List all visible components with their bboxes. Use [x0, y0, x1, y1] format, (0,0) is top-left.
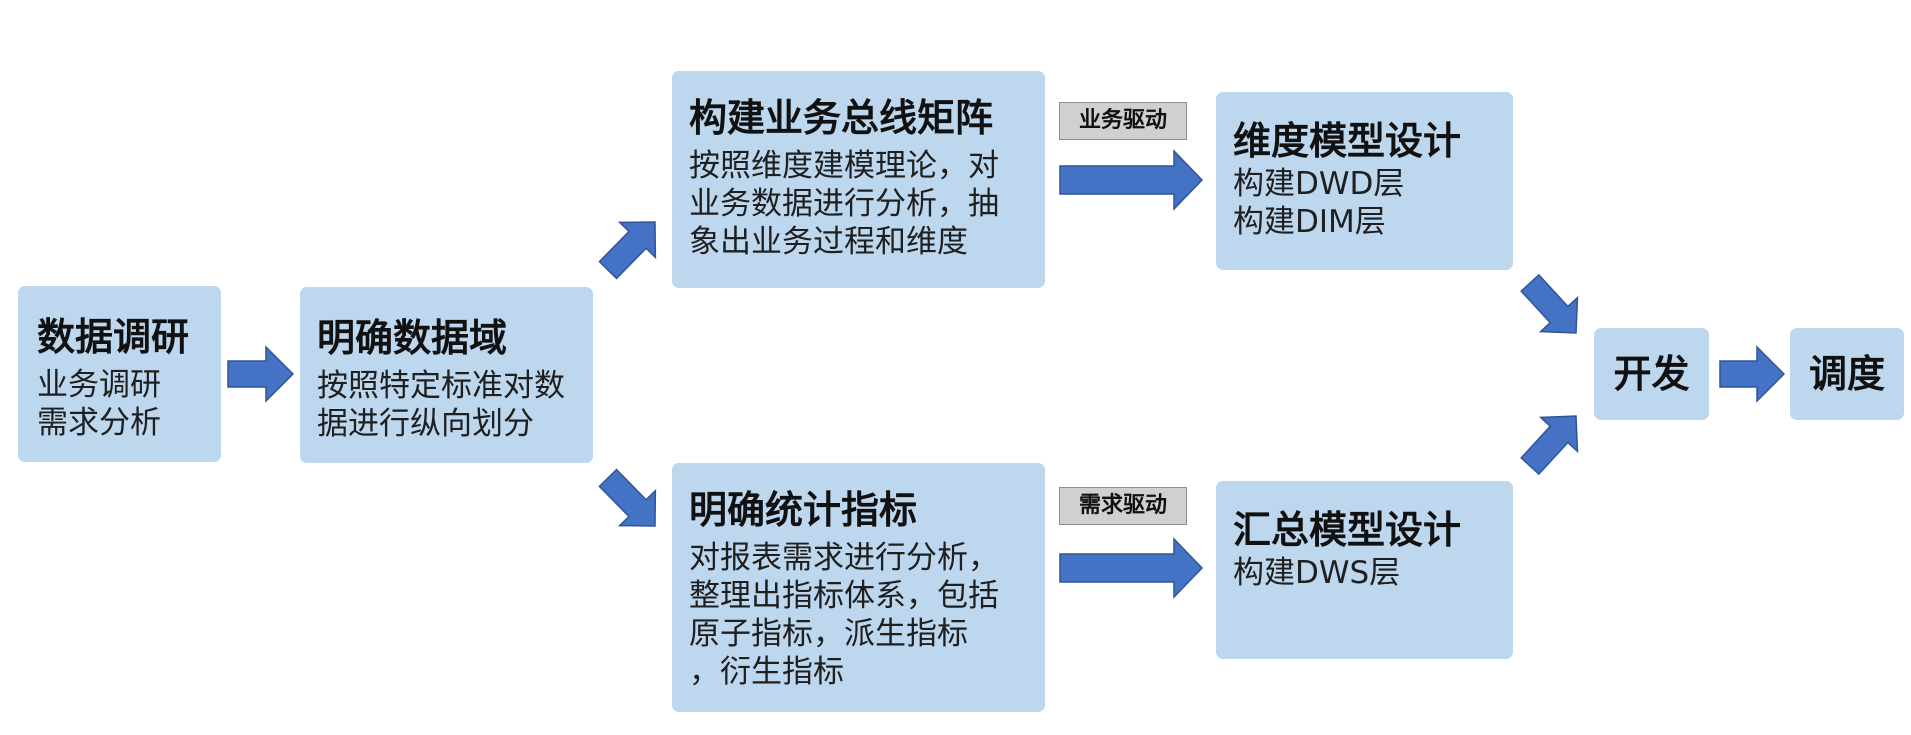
step-develop-title: 开发	[1613, 352, 1690, 396]
step-data-domain-line-2: 据进行纵向划分	[317, 406, 534, 442]
arrow-domain-to-metrics	[598, 468, 657, 527]
step-dimension-model-line-1: 构建DWD层	[1233, 166, 1405, 202]
tag-business-driven: 业务驱动	[1059, 102, 1187, 140]
step-develop: 开发	[1594, 328, 1709, 420]
step-dimension-model: 维度模型设计 构建DWD层 构建DIM层	[1216, 92, 1513, 270]
step-bus-matrix-title: 构建业务总线矩阵	[689, 96, 994, 140]
arrow-summary-model-to-develop	[1520, 415, 1579, 476]
step-schedule: 调度	[1790, 328, 1904, 420]
step-bus-matrix-line-3: 象出业务过程和维度	[689, 224, 968, 260]
step-data-domain-title: 明确数据域	[317, 316, 508, 360]
step-dimension-model-title: 维度模型设计	[1233, 119, 1462, 163]
tag-demand-driven: 需求驱动	[1059, 487, 1187, 525]
arrow-bus-matrix-to-dim-model	[1059, 149, 1204, 211]
step-data-research-line-1: 业务调研	[37, 367, 161, 403]
step-statistic-metrics-line-4: ，衍生指标	[689, 654, 844, 690]
step-schedule-title: 调度	[1808, 352, 1885, 396]
step-data-domain: 明确数据域 按照特定标准对数 据进行纵向划分	[300, 287, 593, 463]
step-data-research: 数据调研 业务调研 需求分析	[18, 286, 221, 462]
arrow-develop-to-schedule	[1719, 345, 1786, 403]
step-bus-matrix-line-2: 业务数据进行分析，抽	[689, 186, 999, 222]
arrow-research-to-domain	[227, 345, 295, 403]
arrow-metrics-to-summary-model	[1059, 537, 1204, 599]
step-statistic-metrics-title: 明确统计指标	[689, 488, 918, 532]
step-statistic-metrics: 明确统计指标 对报表需求进行分析， 整理出指标体系，包括 原子指标，派生指标 ，…	[672, 463, 1045, 712]
step-statistic-metrics-line-2: 整理出指标体系，包括	[689, 578, 999, 614]
step-dimension-model-line-2: 构建DIM层	[1233, 204, 1386, 240]
step-summary-model: 汇总模型设计 构建DWS层	[1216, 481, 1513, 659]
step-data-research-line-2: 需求分析	[37, 405, 161, 441]
step-summary-model-line-1: 构建DWS层	[1233, 555, 1401, 591]
step-statistic-metrics-line-3: 原子指标，派生指标	[689, 616, 968, 652]
step-data-domain-line-1: 按照特定标准对数	[317, 368, 565, 404]
step-bus-matrix-line-1: 按照维度建模理论，对	[689, 148, 999, 184]
arrow-dim-model-to-develop	[1520, 273, 1579, 334]
arrow-domain-to-bus-matrix	[598, 221, 657, 280]
step-data-research-title: 数据调研	[37, 315, 190, 359]
step-bus-matrix: 构建业务总线矩阵 按照维度建模理论，对 业务数据进行分析，抽 象出业务过程和维度	[672, 71, 1045, 288]
step-summary-model-title: 汇总模型设计	[1233, 508, 1462, 552]
step-statistic-metrics-line-1: 对报表需求进行分析，	[689, 540, 999, 576]
